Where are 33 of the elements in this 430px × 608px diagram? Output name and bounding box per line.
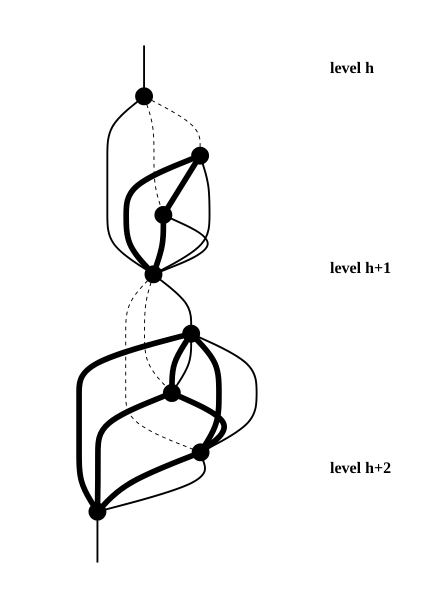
connector [106, 100, 147, 271]
connector [101, 452, 194, 508]
connector [151, 100, 200, 148]
level-label: level h+1 [330, 260, 392, 278]
connector [194, 338, 222, 447]
node-ellipse [154, 206, 172, 224]
connector [160, 218, 209, 272]
connector [76, 333, 184, 506]
connector [94, 394, 165, 504]
connector [169, 339, 189, 385]
connector [146, 104, 162, 208]
node-ellipse [162, 384, 181, 402]
connector [176, 342, 192, 386]
node-ellipse [88, 502, 106, 521]
connector [178, 394, 227, 450]
connector [125, 280, 194, 450]
connector [143, 45, 145, 88]
connector [123, 156, 194, 270]
connector [105, 460, 206, 510]
node-ellipse [192, 443, 210, 462]
connector [153, 223, 166, 268]
connector [159, 278, 192, 326]
level-label: level h+2 [330, 460, 392, 478]
node-ellipse [144, 265, 162, 284]
node-ellipse [135, 87, 153, 106]
connector [96, 520, 98, 563]
level-label: level h [330, 60, 374, 78]
node-ellipse [182, 324, 200, 343]
connector [144, 282, 166, 388]
node-ellipse [191, 146, 209, 165]
connector [160, 163, 210, 272]
connector [165, 161, 198, 210]
connector [198, 336, 258, 450]
